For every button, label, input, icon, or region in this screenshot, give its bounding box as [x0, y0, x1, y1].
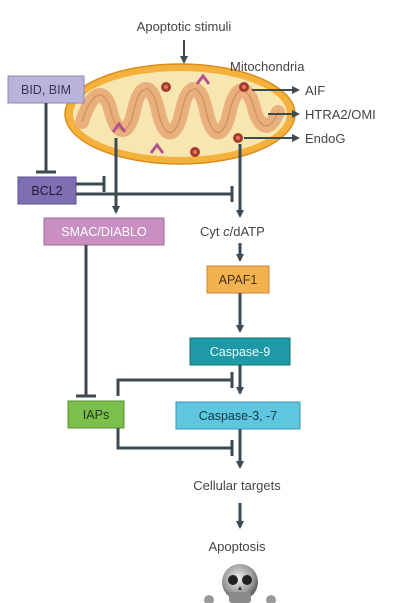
iaps-inhibits-caspase9 [116, 378, 232, 396]
iaps-label: IAPs [83, 408, 109, 422]
cyt-c-italic: c [223, 224, 230, 239]
cyt-c-prefix: Cyt [200, 224, 223, 239]
skull-icon [204, 564, 276, 603]
apaf1-label: APAF1 [219, 273, 258, 287]
htra2-omi-label: HTRA2/OMI [305, 107, 376, 122]
cyt-c-datp-label: Cyt c/dATP [200, 224, 265, 239]
bcl2-label: BCL2 [31, 184, 62, 198]
smac-diablo-box [43, 217, 165, 246]
aif-label: AIF [305, 83, 325, 98]
iaps-box [67, 400, 125, 429]
cyt-c-suffix: /dATP [230, 224, 265, 239]
cellular-targets-label: Cellular targets [193, 478, 281, 493]
apoptosis-label: Apoptosis [208, 539, 266, 554]
apoptotic-stimuli-label: Apoptotic stimuli [137, 19, 232, 34]
bcl2-box [17, 176, 77, 205]
mitochondrion-icon [64, 63, 296, 165]
smac-diablo-label: SMAC/DIABLO [61, 225, 147, 239]
caspase37-box [175, 401, 301, 430]
mitochondria-label: Mitochondria [230, 59, 305, 74]
caspase9-box [189, 337, 291, 366]
endog-label: EndoG [305, 131, 345, 146]
bid-bim-box [7, 75, 85, 104]
caspase9-label: Caspase-9 [210, 345, 270, 359]
iaps-inhibits-caspase37-output [116, 428, 232, 450]
bid-bim-label: BID, BIM [21, 83, 71, 97]
caspase37-label: Caspase-3, -7 [199, 409, 278, 423]
apaf1-box [206, 265, 270, 294]
